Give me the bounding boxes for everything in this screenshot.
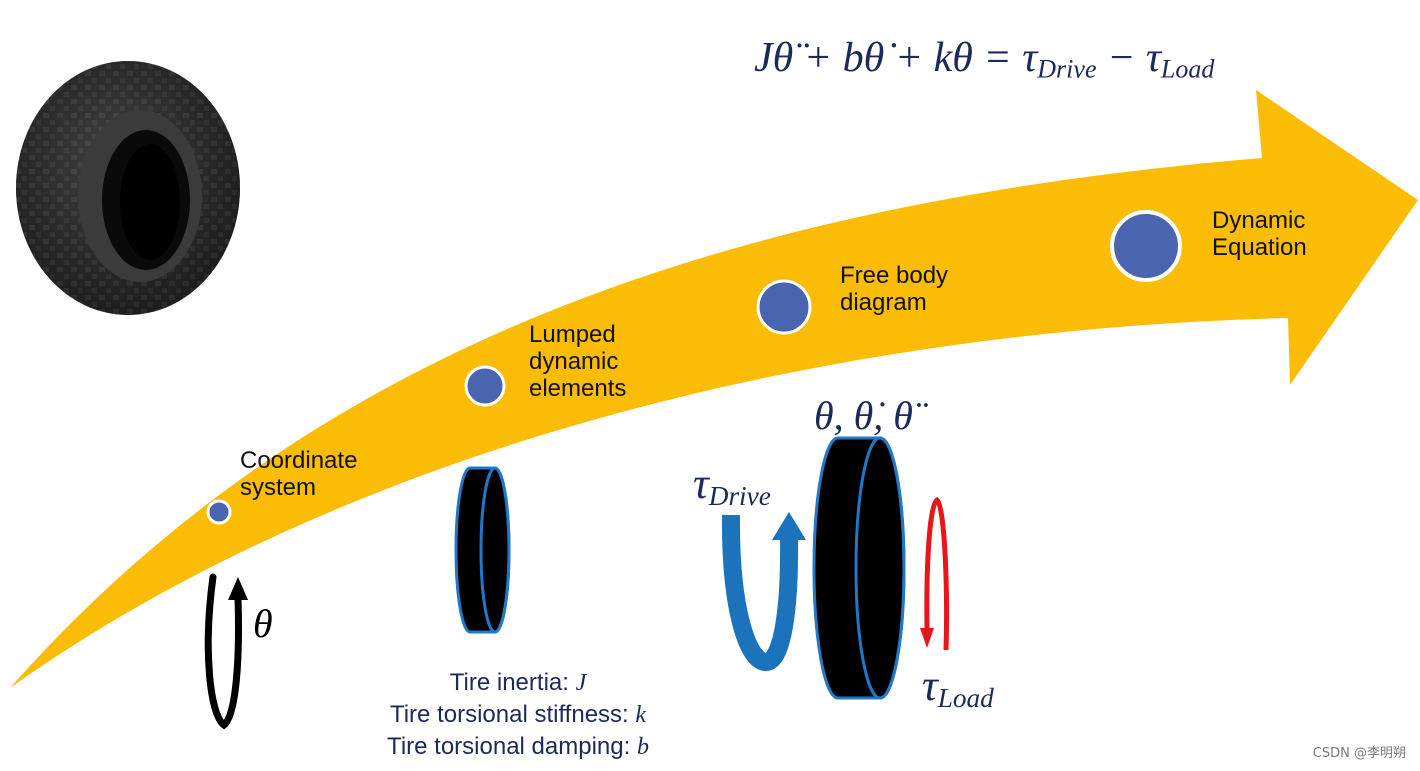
- dynamic-equation: Jθ̈ + bθ̇ + kθ = τDrive − τLoad: [754, 34, 1214, 85]
- stage-dot-free-body-diagram: [756, 279, 812, 335]
- stage-label-lumped-elements: Lumped dynamic elements: [529, 321, 627, 402]
- equation-load-subscript: Load: [1160, 54, 1215, 84]
- equation-tau-drive-symbol: τ: [1022, 35, 1038, 81]
- parameter-inertia: Tire inertia: J: [449, 669, 587, 696]
- stage-label-free-body-diagram: Free body diagram: [840, 262, 949, 316]
- watermark: CSDN @李明朔: [1312, 746, 1406, 761]
- free-body-tire-icon: [812, 436, 906, 700]
- stage-dot-coordinate-system: [206, 499, 232, 525]
- stage-label-coordinate-system: Coordinate system: [240, 447, 358, 501]
- state-label: θ, θ̇, θ̈: [814, 393, 913, 438]
- load-torque-arrow-icon: [920, 497, 950, 651]
- rotation-arrow-icon: [204, 573, 248, 730]
- tau-drive-label: τDrive: [693, 458, 771, 512]
- equation-minus: −: [1096, 35, 1146, 81]
- theta-label: θ: [253, 601, 273, 646]
- parameter-stiffness: Tire torsional stiffness: k: [389, 701, 647, 728]
- tau-load-symbol: τ: [922, 661, 938, 710]
- tau-load-label: τLoad: [922, 660, 994, 714]
- stage-dot-lumped-elements: [464, 365, 506, 407]
- tire-disc-icon: [454, 466, 511, 634]
- parameter-damping: Tire torsional damping: b: [387, 733, 649, 760]
- tau-drive-symbol: τ: [693, 459, 709, 508]
- stage-label-dynamic-equation: Dynamic Equation: [1212, 207, 1307, 261]
- stage-dot-dynamic-equation: [1110, 210, 1182, 282]
- tau-drive-subscript: Drive: [708, 480, 771, 511]
- progress-arrow: [10, 90, 1418, 688]
- tau-load-subscript: Load: [937, 682, 994, 713]
- tire-parameters: Tire inertia: J Tire torsional stiffness…: [338, 667, 698, 763]
- equation-lhs: Jθ̈ + bθ̇ + kθ =: [754, 35, 1023, 81]
- equation-drive-subscript: Drive: [1037, 54, 1097, 84]
- drive-torque-arrow-icon: [721, 512, 806, 672]
- tire-photo-icon: [16, 61, 240, 315]
- equation-tau-load-symbol: τ: [1145, 35, 1161, 81]
